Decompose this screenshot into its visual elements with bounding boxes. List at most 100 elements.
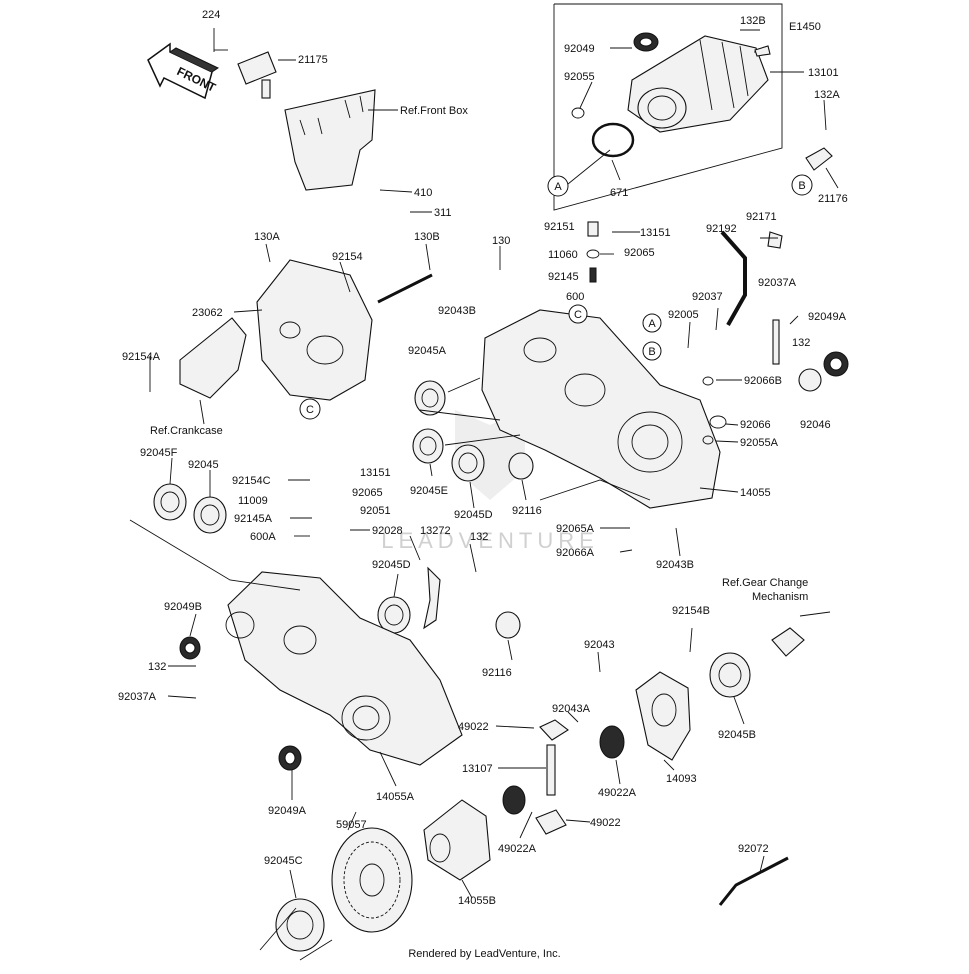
bracket-23062: C (179, 259, 433, 420)
diagram-code: E1450 (789, 21, 821, 33)
part-label: 92171 (746, 211, 777, 223)
part-label: 92037 (692, 291, 723, 303)
part-label: 92043B (438, 305, 476, 317)
part-label: 92045B (718, 729, 756, 741)
fork-13272 (423, 566, 441, 630)
crankcase-right-14055: C A B (481, 304, 721, 509)
part-label: 92072 (738, 843, 769, 855)
leader-lines (129, 29, 839, 961)
part-label: 13151 (360, 467, 391, 479)
gear-49022a-b (502, 785, 526, 815)
part-label: 49022 (458, 721, 489, 733)
oring-92055 (571, 107, 585, 119)
part-label: 59057 (336, 819, 367, 831)
part-label: 92045 (188, 459, 219, 471)
part-label: 92045C (264, 855, 303, 867)
front-arrow-icon: FRONT (147, 42, 220, 100)
part-label: 92028 (372, 525, 403, 537)
part-label: 13101 (808, 67, 839, 79)
part-label: 311 (434, 207, 452, 219)
part-label: 132A (814, 89, 840, 101)
part-label: 92116 (512, 505, 542, 517)
rod-92072 (718, 856, 789, 906)
gear-49022-b (535, 809, 567, 835)
part-label: 92045E (410, 485, 448, 497)
bearing-92045e (412, 428, 444, 464)
part-label: 49022 (590, 817, 621, 829)
part-label: 21175 (298, 54, 328, 66)
right-small-parts: B (586, 147, 849, 445)
part-label: 49022A (498, 843, 537, 855)
part-label: 21176 (818, 193, 848, 205)
callout-c-1: C (306, 404, 314, 416)
bearing-92045a (414, 380, 446, 416)
shaft-13107 (546, 744, 556, 796)
watermark-text: LEADVENTURE (381, 528, 599, 553)
part-label: 92065 (624, 247, 655, 259)
part-label: 14055B (458, 895, 496, 907)
gear-change-ref (771, 627, 805, 657)
part-label: 14055A (376, 791, 415, 803)
part-label: 13272 (420, 525, 451, 537)
gear-49022-a (539, 719, 569, 741)
part-label: 92051 (360, 505, 391, 517)
ref-gear-change-2: Mechanism (752, 591, 808, 603)
part-label: 600 (566, 291, 584, 303)
part-label: 92055A (740, 437, 779, 449)
part-label: 92049 (564, 43, 595, 55)
part-label: 92065 (352, 487, 383, 499)
callout-b-1: B (798, 180, 805, 192)
callout-b-2: B (648, 346, 655, 358)
sensor-21175-tip (261, 79, 271, 99)
part-label: 92055 (564, 71, 595, 83)
part-label: 92154B (672, 605, 710, 617)
part-label: 92037A (118, 691, 157, 703)
bushing-92046 (798, 368, 822, 392)
part-label: 132 (792, 337, 810, 349)
front-box-bracket (213, 28, 376, 191)
part-label: 92049A (268, 805, 307, 817)
part-label: 92145 (548, 271, 579, 283)
callout-c-2: C (574, 309, 582, 321)
bolt-132b (754, 45, 771, 57)
pin-92037a (772, 319, 780, 365)
clamp-92171 (767, 231, 783, 249)
part-label: 92005 (668, 309, 699, 321)
bearing-92045b (709, 652, 751, 698)
crankcase-left-14055a (225, 566, 463, 766)
case-14093 (635, 671, 691, 761)
ref-crankcase: Ref.Crankcase (150, 425, 223, 437)
inset-frame (553, 3, 783, 211)
part-label: 14055 (740, 487, 771, 499)
part-label: 92066B (744, 375, 782, 387)
bearing-92045d-a (451, 444, 485, 482)
part-label: 92154 (332, 251, 363, 263)
part-label: 130 (492, 235, 510, 247)
footer-credit: Rendered by LeadVenture, Inc. (408, 948, 561, 960)
starter-inset: E1450 A (547, 3, 821, 211)
part-label: 11009 (238, 495, 268, 507)
plug-92151 (587, 221, 599, 237)
part-label: 92043B (656, 559, 694, 571)
starter-motor-13101 (627, 35, 769, 133)
part-label: 92049B (164, 601, 202, 613)
part-label: 92066A (556, 547, 595, 559)
switch-21176 (805, 147, 833, 171)
part-label: 92154A (122, 351, 161, 363)
differential (331, 627, 805, 933)
bearing-92045c (275, 898, 325, 952)
part-label: 49022A (598, 787, 637, 799)
ref-gear-change-1: Ref.Gear Change (722, 577, 808, 589)
case-14055b (423, 799, 491, 881)
part-label: 132 (470, 531, 488, 543)
crankcase-ref-plate (179, 317, 247, 399)
part-label: 14093 (666, 773, 697, 785)
part-label: 224 (202, 9, 220, 21)
part-label: 600A (250, 531, 276, 543)
part-label: 92045D (372, 559, 411, 571)
part-label: 92154C (232, 475, 271, 487)
gear-49022a-a (599, 725, 625, 759)
callout-a-2: A (648, 318, 656, 330)
part-label: 130A (254, 231, 280, 243)
